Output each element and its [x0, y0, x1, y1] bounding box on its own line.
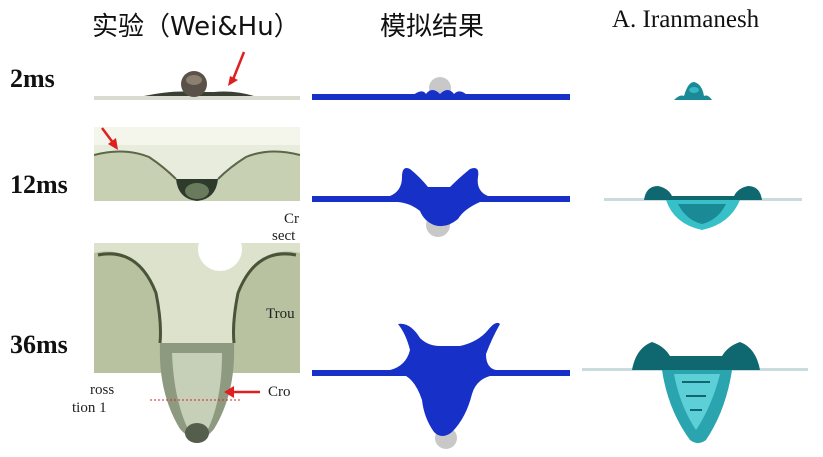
reference-2ms — [666, 80, 720, 104]
annotation-trou: Trou — [266, 306, 295, 322]
simulation-12ms — [310, 163, 572, 239]
time-label-36ms: 36ms — [10, 330, 68, 359]
red-arrow-12ms — [101, 127, 118, 150]
annotation-cro: Cro — [268, 384, 291, 400]
annotation-cr: Cr — [284, 211, 299, 227]
red-arrow-36ms — [224, 386, 260, 398]
red-arrow-2ms — [228, 51, 246, 86]
reference-36ms — [582, 330, 808, 450]
simulation-2ms — [310, 74, 572, 104]
reference-12ms — [604, 176, 802, 234]
reference-header: A. Iranmanesh — [612, 6, 760, 33]
experiment-header: 实验（Wei&Hu） — [92, 12, 300, 42]
experiment-photo-2ms — [94, 60, 300, 104]
annotation-tion: tion 1 — [72, 400, 107, 416]
experiment-photo-12ms — [94, 127, 300, 201]
annotation-sect: sect — [272, 228, 296, 244]
time-label-12ms: 12ms — [10, 170, 68, 199]
simulation-36ms — [310, 314, 572, 454]
experiment-photo-36ms — [94, 243, 300, 453]
cross-section-line — [150, 399, 240, 401]
annotation-cross: ross — [90, 382, 115, 398]
simulation-header: 模拟结果 — [380, 12, 485, 42]
time-label-2ms: 2ms — [10, 64, 55, 93]
